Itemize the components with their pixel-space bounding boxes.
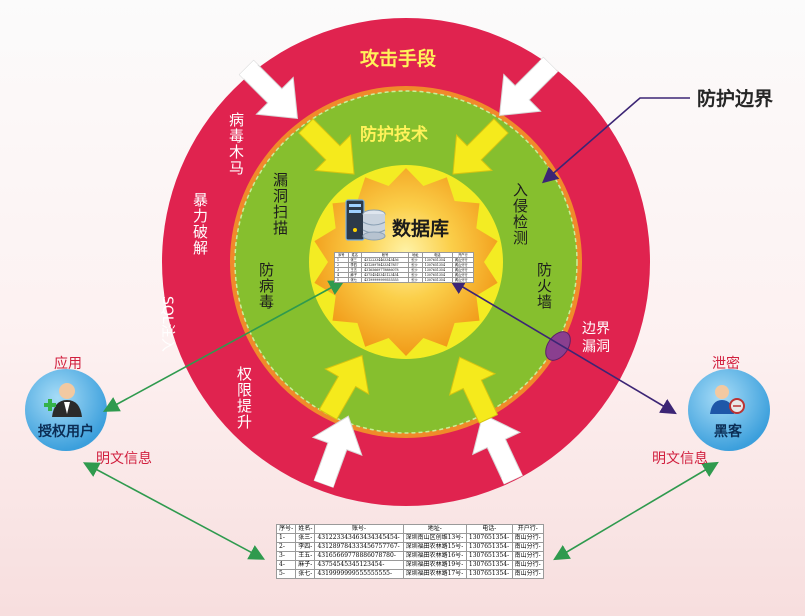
table-row: 1-张三-431223343463434345454-深圳南山区创维13号-13…	[275, 533, 545, 543]
bottom-cell: 4319999999555555555-	[314, 569, 404, 579]
bottom-cell: 深圳南山区创维13号-	[402, 533, 467, 543]
bottom-cell: 张三-	[295, 533, 316, 543]
inner-cell: 长沙	[408, 277, 423, 283]
bottom-cell: 1307651354-	[465, 533, 513, 543]
table-row: 3-王五-43165669778886078780-深圳福田农林路16号-130…	[275, 551, 545, 561]
authorized-user-label: 授权用户	[38, 424, 94, 440]
bottom-header-cell: 账号-	[314, 524, 404, 534]
table-row: 5-张七-4319999999555555555-深圳福田农林路17号-1307…	[275, 569, 545, 579]
boundary-leak-label: 边界漏洞	[582, 321, 610, 355]
attack-brute-force: 暴力破解	[191, 192, 209, 256]
inner-cell: 5	[334, 277, 349, 283]
bottom-cell: 5-	[275, 569, 297, 579]
authorized-user-bottom-label: 明文信息	[96, 451, 152, 467]
boundary-callout-line	[541, 97, 690, 184]
bottom-cell: 1307651354-	[465, 560, 513, 570]
authorized-user-top-label: 应用	[54, 356, 82, 372]
attack-privilege-escalation: 权限提升	[235, 366, 253, 430]
attack-virus-trojan: 病毒木马	[227, 112, 245, 176]
hacker-plaintext-arrow	[553, 461, 719, 561]
bottom-cell: 1307651354-	[465, 542, 513, 552]
authorized-access-arrow	[102, 280, 346, 412]
plaintext-table: 序号-姓名-账号-地址-电话-开户行- 1-张三-431223343463434…	[275, 524, 545, 579]
inner-cell: 张七	[347, 277, 363, 283]
defense-antivirus: 防病毒	[257, 262, 275, 310]
authorized-user-icon	[44, 383, 82, 417]
defense-tech-title: 防护技术	[360, 125, 428, 145]
database-icon	[345, 199, 386, 241]
bottom-header-cell: 开户行-	[511, 524, 545, 534]
hacker-top-label: 泄密	[712, 356, 740, 372]
defense-firewall: 防火墙	[535, 262, 553, 310]
hacker-bottom-label: 明文信息	[652, 451, 708, 467]
bottom-cell: 1307651354-	[465, 569, 513, 579]
bottom-cell: 张七-	[295, 569, 316, 579]
bottom-cell: 4-	[275, 560, 297, 570]
bottom-cell: 南山分行-	[511, 551, 545, 561]
bottom-header-cell: 电话-	[465, 524, 513, 534]
table-row: 2-李四-431289784333456757767-深圳福田农林路15号-13…	[275, 542, 545, 552]
bottom-cell: 麻子-	[295, 560, 316, 570]
hacker-label: 黑客	[714, 424, 742, 440]
defense-intrusion-detection: 入侵检测	[511, 182, 529, 246]
bottom-cell: 43165669778886078780-	[314, 551, 404, 561]
bottom-cell: 43754545345123454-	[314, 560, 404, 570]
bottom-cell: 深圳福田农林路16号-	[402, 551, 467, 561]
attack-sql-injection: SQL注入	[159, 296, 175, 352]
bottom-cell: 1307651354-	[465, 551, 513, 561]
inner-cell: 1307651354	[421, 277, 453, 283]
bottom-cell: 深圳福田农林路17号-	[402, 569, 467, 579]
bottom-cell: 李四-	[295, 542, 316, 552]
table-row: 4-麻子-43754545345123454-深圳福田农林路19号-130765…	[275, 560, 545, 570]
bottom-cell: 南山分行-	[511, 533, 545, 543]
bottom-cell: 深圳福田农林路19号-	[402, 560, 467, 570]
bottom-cell: 南山分行-	[511, 569, 545, 579]
bottom-cell: 2-	[275, 542, 297, 552]
bottom-cell: 431289784333456757767-	[314, 542, 404, 552]
inner-cell: 阁山分行	[451, 277, 475, 283]
inner-cell: 43199999999555555	[361, 277, 410, 283]
bottom-cell: 南山分行-	[511, 542, 545, 552]
bottom-cell: 431223343463434345454-	[314, 533, 404, 543]
defense-vuln-scan: 漏洞扫描	[271, 172, 289, 236]
bottom-header-cell: 序号-	[275, 524, 297, 534]
boundary-label: 防护边界	[697, 88, 774, 110]
bottom-cell: 深圳福田农林路15号-	[402, 542, 467, 552]
bottom-header-cell: 地址-	[402, 524, 467, 534]
attack-methods-title: 攻击手段	[360, 48, 437, 70]
data-leak-arrow	[449, 278, 677, 415]
database-title: 数据库	[392, 218, 450, 240]
bottom-cell: 南山分行-	[511, 560, 545, 570]
bottom-cell: 王五-	[295, 551, 316, 561]
hacker-icon	[710, 385, 745, 414]
bottom-cell: 1-	[275, 533, 297, 543]
bottom-cell: 3-	[275, 551, 297, 561]
bottom-header-cell: 姓名-	[295, 524, 316, 534]
user-plaintext-arrow	[82, 462, 266, 560]
